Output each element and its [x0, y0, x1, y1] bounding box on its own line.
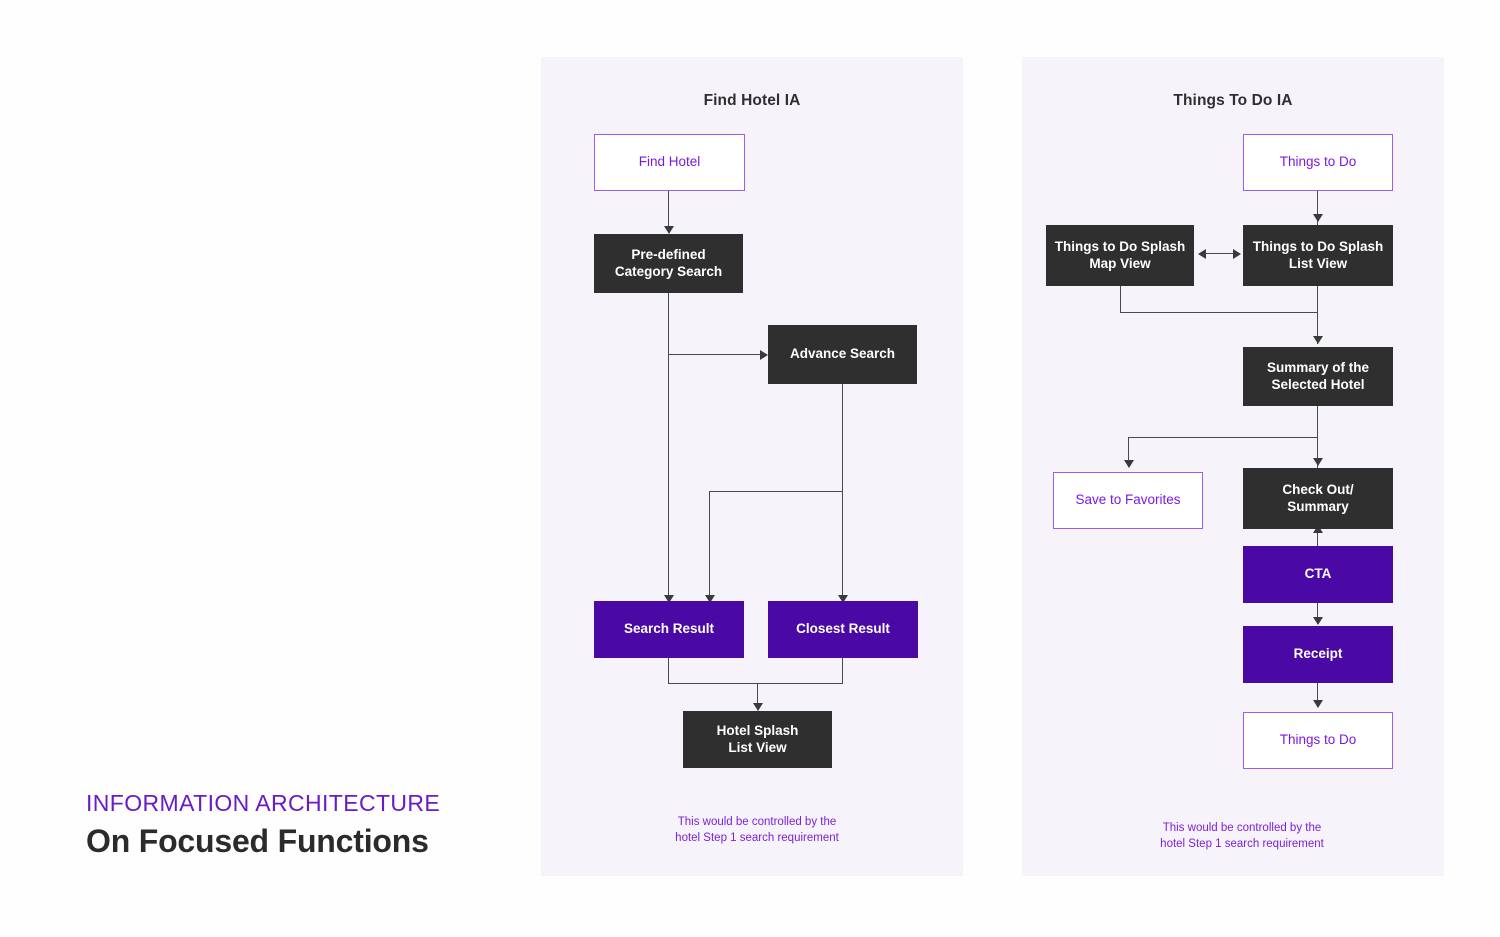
caption-find-hotel: This would be controlled by the hotel St… [627, 815, 887, 846]
caption-line-1: This would be controlled by the [1162, 822, 1322, 834]
connector-map-view-down [1120, 286, 1122, 313]
node-save-to-favorites[interactable]: Save to Favorites [1053, 472, 1203, 529]
node-label: Things to Do [1279, 154, 1357, 170]
headline-block: INFORMATION ARCHITECTURE On Focused Func… [86, 790, 440, 860]
headline-eyebrow: INFORMATION ARCHITECTURE [86, 790, 441, 816]
arrowhead-save-to-favorites-in [1124, 460, 1134, 468]
node-label: CTA [1304, 566, 1332, 582]
node-cta[interactable]: CTA [1243, 546, 1393, 603]
connector-map-list-bidirectional [1205, 253, 1238, 255]
headline-title: On Focused Functions [86, 823, 429, 859]
arrowhead-closest-result-in [838, 595, 848, 603]
node-label: Closest Result [796, 621, 890, 637]
caption-line-2: hotel Step 1 search requirement [1160, 837, 1324, 850]
connector-advance-search-elbow-vertical [709, 491, 711, 613]
connector-results-merge-bar [668, 683, 843, 685]
node-label: Check Out/Summary [1282, 481, 1354, 514]
arrowhead-things-to-do-bottom-in [1313, 700, 1323, 708]
connector-summary-elbow-horizontal [1128, 437, 1318, 439]
connector-predefined-to-advance-search [668, 354, 763, 356]
connector-things-to-do-to-splash-list [1317, 190, 1319, 226]
node-label: Advance Search [789, 346, 896, 362]
connector-advance-search-to-closest-result [842, 383, 844, 613]
arrowhead-search-result-in-right [705, 595, 715, 603]
connector-cta-to-receipt [1317, 603, 1319, 624]
node-things-to-do-top[interactable]: Things to Do [1243, 134, 1393, 191]
node-label: Save to Favorites [1075, 492, 1181, 508]
arrowhead-predefined-in [664, 226, 674, 234]
node-things-to-do-bottom[interactable]: Things to Do [1243, 712, 1393, 769]
connector-receipt-to-things-to-do [1317, 683, 1319, 707]
node-closest-result[interactable]: Closest Result [768, 601, 918, 658]
node-label: Receipt [1293, 646, 1343, 662]
arrowhead-list-view-in [1233, 249, 1241, 259]
arrowhead-checkout-in-from-cta [1313, 525, 1323, 533]
connector-splash-list-to-summary [1317, 286, 1319, 344]
node-receipt[interactable]: Receipt [1243, 626, 1393, 683]
arrowhead-advance-search-in [760, 350, 768, 360]
arrowhead-receipt-in [1313, 617, 1323, 625]
caption-things-to-do: This would be controlled by the hotel St… [1112, 821, 1372, 852]
connector-merge-to-hotel-splash [757, 683, 759, 709]
connector-advance-search-elbow-horizontal [709, 491, 843, 493]
connector-find-hotel-to-predefined [668, 190, 670, 230]
connector-cta-to-checkout [1317, 529, 1319, 548]
node-find-hotel[interactable]: Find Hotel [594, 134, 745, 191]
arrowhead-summary-in [1313, 336, 1323, 344]
node-advance-search[interactable]: Advance Search [768, 325, 917, 384]
caption-line-1: This would be controlled by the [677, 816, 837, 828]
panel-title-things-to-do-ia: Things To Do IA [1173, 92, 1293, 109]
node-label: Search Result [623, 621, 715, 637]
connector-closest-result-down [842, 657, 844, 684]
connector-summary-elbow-vertical [1128, 437, 1130, 467]
connector-predefined-to-search-result [668, 293, 670, 613]
arrowhead-search-result-in-left [664, 595, 674, 603]
node-label: Find Hotel [638, 154, 701, 170]
node-label: Things to Do [1279, 732, 1357, 748]
node-search-result[interactable]: Search Result [594, 601, 744, 658]
arrowhead-map-view-in [1198, 249, 1206, 259]
arrowhead-checkout-in [1313, 458, 1323, 466]
node-check-out-summary[interactable]: Check Out/Summary [1243, 468, 1393, 529]
arrowhead-splash-list-in [1313, 214, 1323, 222]
connector-map-view-elbow [1120, 312, 1318, 314]
connector-search-result-down [668, 657, 670, 684]
caption-line-2: hotel Step 1 search requirement [675, 831, 839, 844]
arrowhead-hotel-splash-in [753, 703, 763, 711]
panel-title-find-hotel-ia: Find Hotel IA [703, 92, 801, 109]
